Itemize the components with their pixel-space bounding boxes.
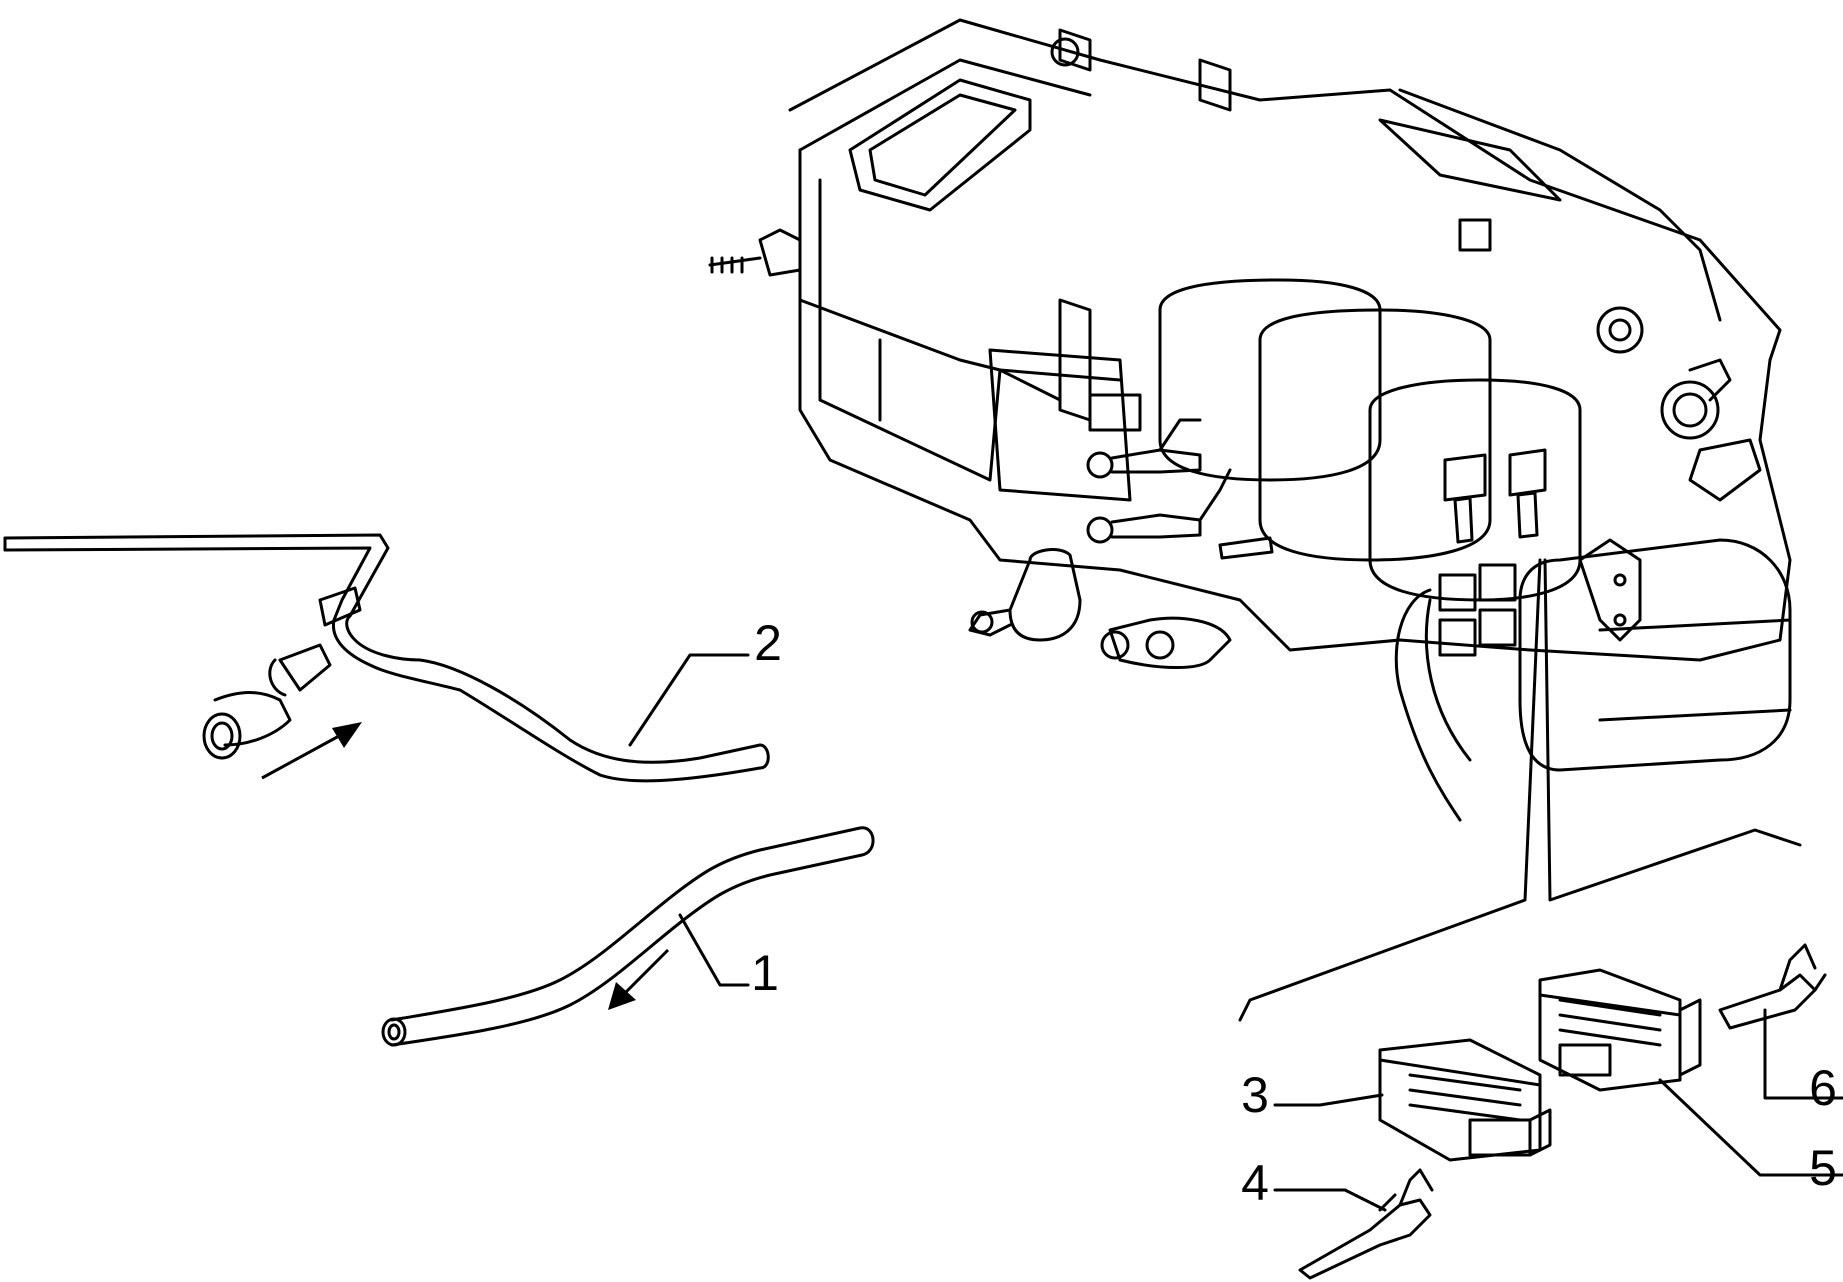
callout-5: 5 xyxy=(1809,1140,1837,1196)
leader-line-3 xyxy=(1273,1093,1384,1107)
callout-3: 3 xyxy=(1241,1067,1269,1123)
detail-lines xyxy=(1238,558,1802,1022)
flow-arrow-out-icon xyxy=(608,948,670,1010)
flow-arrow-in-icon xyxy=(261,722,362,780)
leader-line-5 xyxy=(1658,1078,1843,1177)
callout-1: 1 xyxy=(751,945,779,1001)
callout-6: 6 xyxy=(1809,1060,1837,1116)
hose-2 xyxy=(3,533,770,783)
leader-line-2 xyxy=(628,653,750,747)
terminal-4 xyxy=(1298,1168,1434,1280)
leader-lines xyxy=(628,653,1843,1212)
leader-line-6 xyxy=(1763,1008,1843,1100)
callout-4: 4 xyxy=(1241,1155,1269,1211)
heater-unit-assembly xyxy=(708,18,1792,822)
leader-line-4 xyxy=(1273,1188,1387,1212)
callout-2: 2 xyxy=(754,615,782,671)
leader-line-1 xyxy=(678,913,750,987)
connector-3 xyxy=(1378,1038,1552,1162)
connector-5 xyxy=(1538,968,1702,1092)
terminal-6 xyxy=(1718,943,1827,1030)
hose-1 xyxy=(381,826,875,1047)
